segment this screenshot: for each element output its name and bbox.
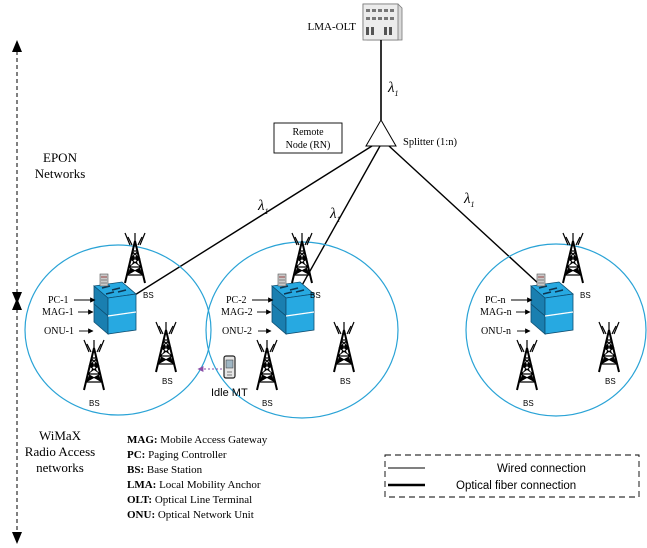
onu-2-label: ONU-2	[222, 326, 252, 337]
line-type-legend: Wired connection Optical fiber connectio…	[384, 454, 640, 498]
splitter-label: Splitter (1:n)	[403, 137, 457, 148]
epon-label-line1: EPON	[43, 150, 78, 165]
bs-label: BS	[523, 399, 534, 408]
mobile-phone-icon	[223, 355, 236, 379]
bs-label: BS	[340, 377, 351, 386]
wimax-label-line3: networks	[36, 460, 84, 475]
splitter-icon	[365, 118, 397, 147]
onu-n-label: ONU-n	[481, 326, 511, 337]
abbreviation-legend: MAG: Mobile Access Gateway PC: Paging Co…	[127, 434, 268, 521]
wimax-cell-n	[465, 243, 647, 417]
idle-mt-label: Idle MT	[211, 387, 248, 399]
legend-abbrev-lma: LMA: Local Mobility Anchor	[127, 479, 261, 491]
legend-fiber-label: Optical fiber connection	[456, 480, 576, 492]
bs-tower-icon	[155, 321, 177, 373]
bs-tower-icon	[562, 232, 584, 284]
onu-mag-pc-n-icon	[530, 273, 574, 335]
bs-tower-icon	[291, 232, 313, 284]
pc-2-label: PC-2	[226, 295, 247, 306]
legend-abbrev-pc: PC: Paging Controller	[127, 449, 227, 461]
bs-label: BS	[580, 291, 591, 300]
wimax-label-line1: WiMaX	[39, 428, 82, 443]
legend-abbrev-onu: ONU: Optical Network Unit	[127, 509, 254, 521]
fiber-branch-1	[129, 145, 373, 299]
onu-mag-pc-1-icon	[93, 273, 137, 335]
section-divider-arrows	[12, 40, 22, 544]
epon-label-line2: Networks	[35, 166, 86, 181]
bs-tower-icon	[124, 232, 146, 284]
mag-n-label: MAG-n	[480, 307, 512, 318]
legend-abbrev-mag: MAG: Mobile Access Gateway	[127, 434, 268, 446]
bs-label: BS	[89, 399, 100, 408]
wimax-label-line2: Radio Access	[25, 444, 95, 459]
bs-label: BS	[262, 399, 273, 408]
remote-node-line1: Remote	[292, 127, 324, 138]
olt-label: LMA-OLT	[308, 21, 357, 33]
lambda-trunk: λ1	[387, 80, 399, 98]
legend-abbrev-olt: OLT: Optical Line Terminal	[127, 494, 252, 506]
olt-device-icon	[362, 3, 403, 41]
remote-node-line2: Node (RN)	[286, 140, 331, 151]
fiber-branch-n	[388, 145, 553, 297]
bs-label: BS	[143, 291, 154, 300]
bs-label: BS	[605, 377, 616, 386]
bs-label: BS	[310, 291, 321, 300]
pc-1-label: PC-1	[48, 295, 69, 306]
lambda-branch-1: λ1	[257, 198, 269, 216]
legend-wired-label: Wired connection	[497, 463, 586, 475]
bs-label: BS	[162, 377, 173, 386]
bs-tower-icon	[256, 339, 278, 391]
bs-tower-icon	[83, 339, 105, 391]
onu-1-label: ONU-1	[44, 326, 74, 337]
bs-tower-icon	[598, 321, 620, 373]
lambda-branch-n: λ1	[463, 191, 475, 209]
legend-abbrev-bs: BS: Base Station	[127, 464, 203, 476]
mag-2-label: MAG-2	[221, 307, 253, 318]
lambda-branch-2: λ1	[329, 206, 341, 224]
bs-tower-icon	[516, 339, 538, 391]
mag-1-label: MAG-1	[42, 307, 74, 318]
bs-tower-icon	[333, 321, 355, 373]
remote-node-box	[273, 122, 343, 154]
pc-n-label: PC-n	[485, 295, 506, 306]
wimax-cell-1	[24, 244, 212, 416]
